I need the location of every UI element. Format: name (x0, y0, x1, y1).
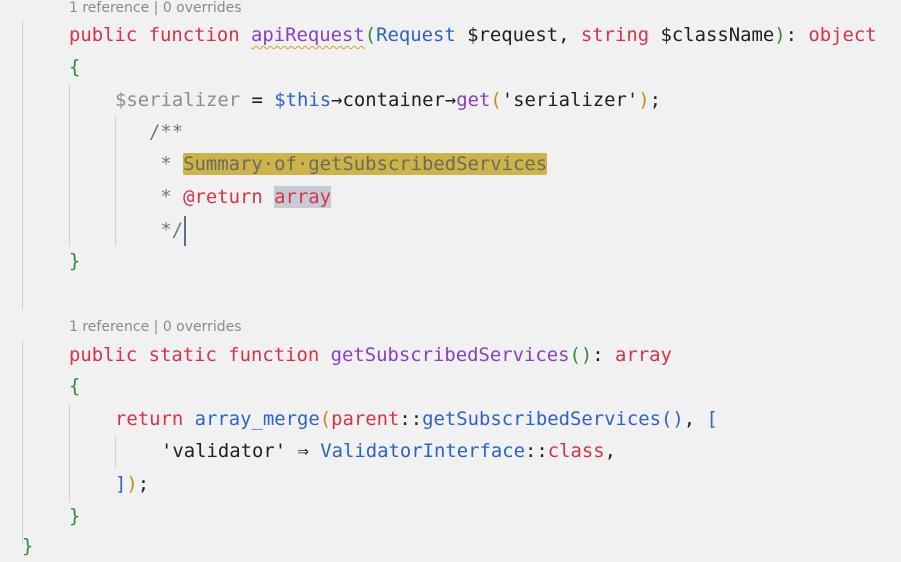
code-token: parent (331, 408, 400, 430)
code-line[interactable]: 'validator' ⇒ ValidatorInterface::class, (161, 435, 616, 467)
code-token: , (604, 440, 616, 462)
code-line[interactable]: /** (149, 116, 183, 148)
code-token: } (69, 505, 81, 527)
code-token: */ (149, 219, 184, 241)
codelens-references[interactable]: 1 reference | 0 overrides (69, 0, 242, 16)
code-token: $className (649, 24, 775, 46)
code-token: } (69, 250, 81, 272)
code-token: array_merge (194, 408, 320, 430)
code-token: getSubscribedServices (330, 344, 570, 366)
code-token: : (785, 24, 809, 46)
code-token: function (148, 24, 240, 46)
code-line[interactable]: return array_merge(parent::getSubscribed… (115, 403, 718, 435)
code-token: 'serializer' (501, 89, 639, 111)
code-token: ⇒ (286, 440, 321, 462)
code-token: ) (126, 473, 138, 495)
code-token: ) (774, 24, 786, 46)
code-token: Summary·of·getSubscribedServices (183, 153, 548, 175)
code-token: = (240, 89, 275, 111)
code-token: ( (364, 24, 377, 46)
code-token: 'validator' (161, 440, 287, 462)
code-line[interactable]: * Summary·of·getSubscribedServices (149, 148, 548, 180)
code-token: apiRequest (251, 24, 365, 46)
code-token: ; (137, 473, 150, 495)
code-token (217, 344, 228, 366)
code-token: object (808, 24, 877, 46)
code-line[interactable]: ]); (115, 468, 149, 500)
code-token: string (580, 24, 650, 46)
code-token: , (683, 408, 707, 430)
code-token: array (614, 344, 672, 366)
code-line[interactable]: { (69, 370, 80, 402)
code-token (319, 344, 330, 366)
code-line[interactable]: */ (149, 214, 187, 246)
code-token: : (592, 344, 615, 366)
code-line[interactable]: } (22, 530, 33, 562)
code-token: ValidatorInterface (320, 440, 525, 462)
code-token: ] (115, 473, 127, 495)
code-token: getSubscribedServices (422, 408, 661, 430)
code-token: ( (319, 408, 332, 430)
code-token: () (569, 344, 593, 366)
code-token: function (228, 344, 320, 366)
code-token: [ (706, 408, 718, 430)
indent-guide (22, 20, 23, 310)
code-token: static (148, 344, 217, 366)
code-token: { (69, 56, 81, 78)
code-token: () (660, 408, 684, 430)
code-line[interactable]: } (69, 245, 80, 277)
code-token: { (69, 375, 81, 397)
code-token (240, 24, 251, 46)
code-token (137, 24, 148, 46)
code-line[interactable]: { (69, 51, 80, 83)
code-token (183, 408, 194, 430)
code-line[interactable]: public function apiRequest(Request $requ… (69, 19, 877, 51)
indent-guide (22, 340, 23, 544)
code-token: * (149, 186, 184, 208)
code-token: * (149, 153, 184, 175)
code-token: } (22, 535, 34, 557)
code-token: $serializer (115, 89, 241, 111)
code-line[interactable]: * @return array (149, 181, 331, 213)
text-cursor (184, 215, 187, 246)
code-token: ) (638, 89, 650, 111)
code-token: :: (399, 408, 423, 430)
code-line[interactable]: public static function getSubscribedServ… (69, 339, 672, 371)
code-token: $this (274, 89, 332, 111)
code-token: ; (649, 89, 661, 111)
code-token: →container→ (331, 89, 457, 111)
indent-guide (69, 84, 70, 246)
code-token (263, 186, 274, 208)
codelens-references[interactable]: 1 reference | 0 overrides (69, 319, 242, 335)
code-token: public (69, 24, 138, 46)
code-token: return (115, 408, 184, 430)
code-line[interactable]: } (69, 500, 80, 532)
code-token: :: (524, 440, 548, 462)
code-token (137, 344, 148, 366)
code-token: $request, (455, 24, 581, 46)
code-token: ( (490, 89, 502, 111)
indent-guide (115, 436, 116, 468)
code-token: @return (183, 186, 263, 208)
code-token: Request (376, 24, 456, 46)
code-token: public (69, 344, 138, 366)
indent-guide (69, 404, 70, 502)
indent-guide (115, 116, 116, 246)
code-token: class (547, 440, 605, 462)
code-line[interactable]: $serializer = $this→container→get('seria… (115, 84, 661, 116)
code-token: /** (149, 121, 184, 143)
code-token: array (274, 186, 331, 208)
code-token: get (456, 89, 491, 111)
